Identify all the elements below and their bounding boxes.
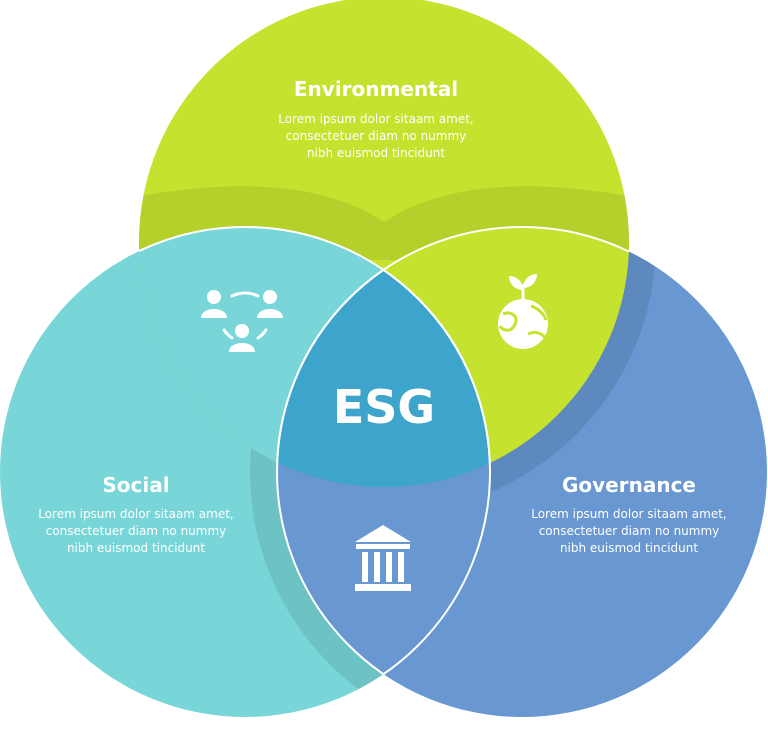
esg-center-label: ESG <box>333 380 435 434</box>
environmental-title: Environmental <box>294 77 458 101</box>
environmental-line-1: Lorem ipsum dolor sitaam amet, <box>278 112 474 126</box>
social-title: Social <box>102 473 169 497</box>
environmental-line-2: consectetuer diam no nummy <box>286 129 467 143</box>
governance-line-1: Lorem ipsum dolor sitaam amet, <box>531 507 727 521</box>
esg-center-overlap <box>277 227 490 487</box>
social-line-1: Lorem ipsum dolor sitaam amet, <box>38 507 234 521</box>
environmental-line-3: nibh euismod tincidunt <box>307 146 445 160</box>
governance-line-3: nibh euismod tincidunt <box>560 541 698 555</box>
bank-building-icon <box>355 525 411 591</box>
governance-title: Governance <box>562 473 696 497</box>
people-network-icon <box>201 290 283 352</box>
social-line-2: consectetuer diam no nummy <box>46 524 227 538</box>
governance-line-2: consectetuer diam no nummy <box>539 524 720 538</box>
social-line-3: nibh euismod tincidunt <box>67 541 205 555</box>
plant-globe-icon <box>498 274 548 349</box>
overlap-outlines <box>139 226 629 717</box>
